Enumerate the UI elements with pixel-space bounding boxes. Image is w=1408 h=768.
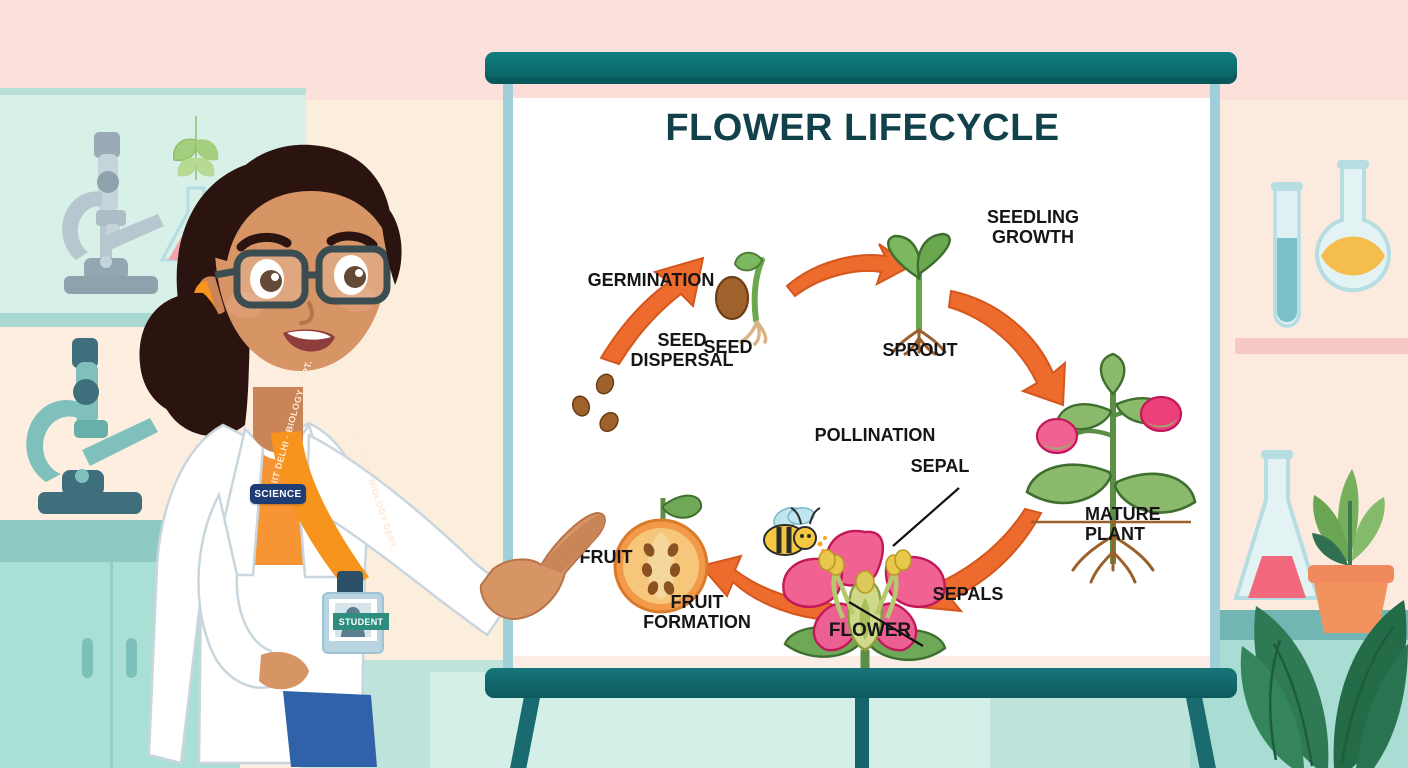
presenter-figure (139, 144, 606, 767)
easel-top-bar (485, 52, 1237, 84)
label-sepals: SEPALS (932, 584, 1004, 604)
seed-sprouting-icon (714, 251, 768, 346)
cabinet-handle-left[interactable] (82, 638, 93, 678)
label-germination: GERMINATION (587, 270, 715, 290)
board-rail-right (1207, 80, 1220, 680)
label-seed: SEED (703, 337, 753, 357)
sepal-leader-line (892, 487, 960, 547)
label-sprout: SPROUT (882, 340, 958, 360)
board-rail-left (503, 80, 516, 680)
microscope-counter-icon (26, 338, 158, 514)
page-title: FLOWER LIFECYCLE (665, 107, 1060, 149)
round-flask-icon (1315, 160, 1391, 293)
board-paper-top-band (513, 84, 1210, 98)
arrow-germination (599, 256, 705, 366)
bee-icon (763, 506, 827, 556)
wall-shelf-right (1235, 338, 1408, 354)
label-mature-plant: MATURE PLANT (1085, 504, 1161, 545)
label-pollination: POLLINATION (814, 425, 936, 445)
label-fruit-formation: FRUIT FORMATION (643, 592, 751, 633)
mature-plant-icon (1025, 352, 1197, 584)
label-seed-dispersal: SEED DISPERSAL (630, 330, 734, 371)
microscope-shelf-icon (62, 132, 164, 294)
arrow-seedling-growth (947, 289, 1067, 407)
id-badge-student[interactable]: STUDENT (333, 613, 389, 630)
foreground-plant (1240, 600, 1408, 768)
sprout-icon (887, 232, 951, 356)
easel-bottom-bar (485, 668, 1237, 698)
fruit-cross-section-icon (613, 494, 709, 614)
sepals-leader-line (848, 601, 924, 647)
label-sepal: SEPAL (910, 456, 970, 476)
label-seedling-growth: SEEDLING GROWTH (986, 207, 1079, 248)
label-flower: FLOWER (828, 620, 912, 641)
test-tube-icon (1271, 182, 1303, 328)
coat-badge-science[interactable]: SCIENCE (250, 484, 306, 504)
cabinet-divider (110, 562, 113, 768)
scattered-seeds-icon (571, 373, 619, 433)
presentation-board: FLOWER LIFECYCLE (485, 52, 1240, 768)
potted-plant-icon (1308, 469, 1394, 633)
erlenmeyer-flask-icon (1233, 450, 1321, 600)
easel-leg-center (855, 692, 869, 768)
label-fruit: FRUIT (579, 547, 633, 567)
cabinet-handle-right[interactable] (126, 638, 137, 678)
flower-icon (782, 529, 947, 682)
